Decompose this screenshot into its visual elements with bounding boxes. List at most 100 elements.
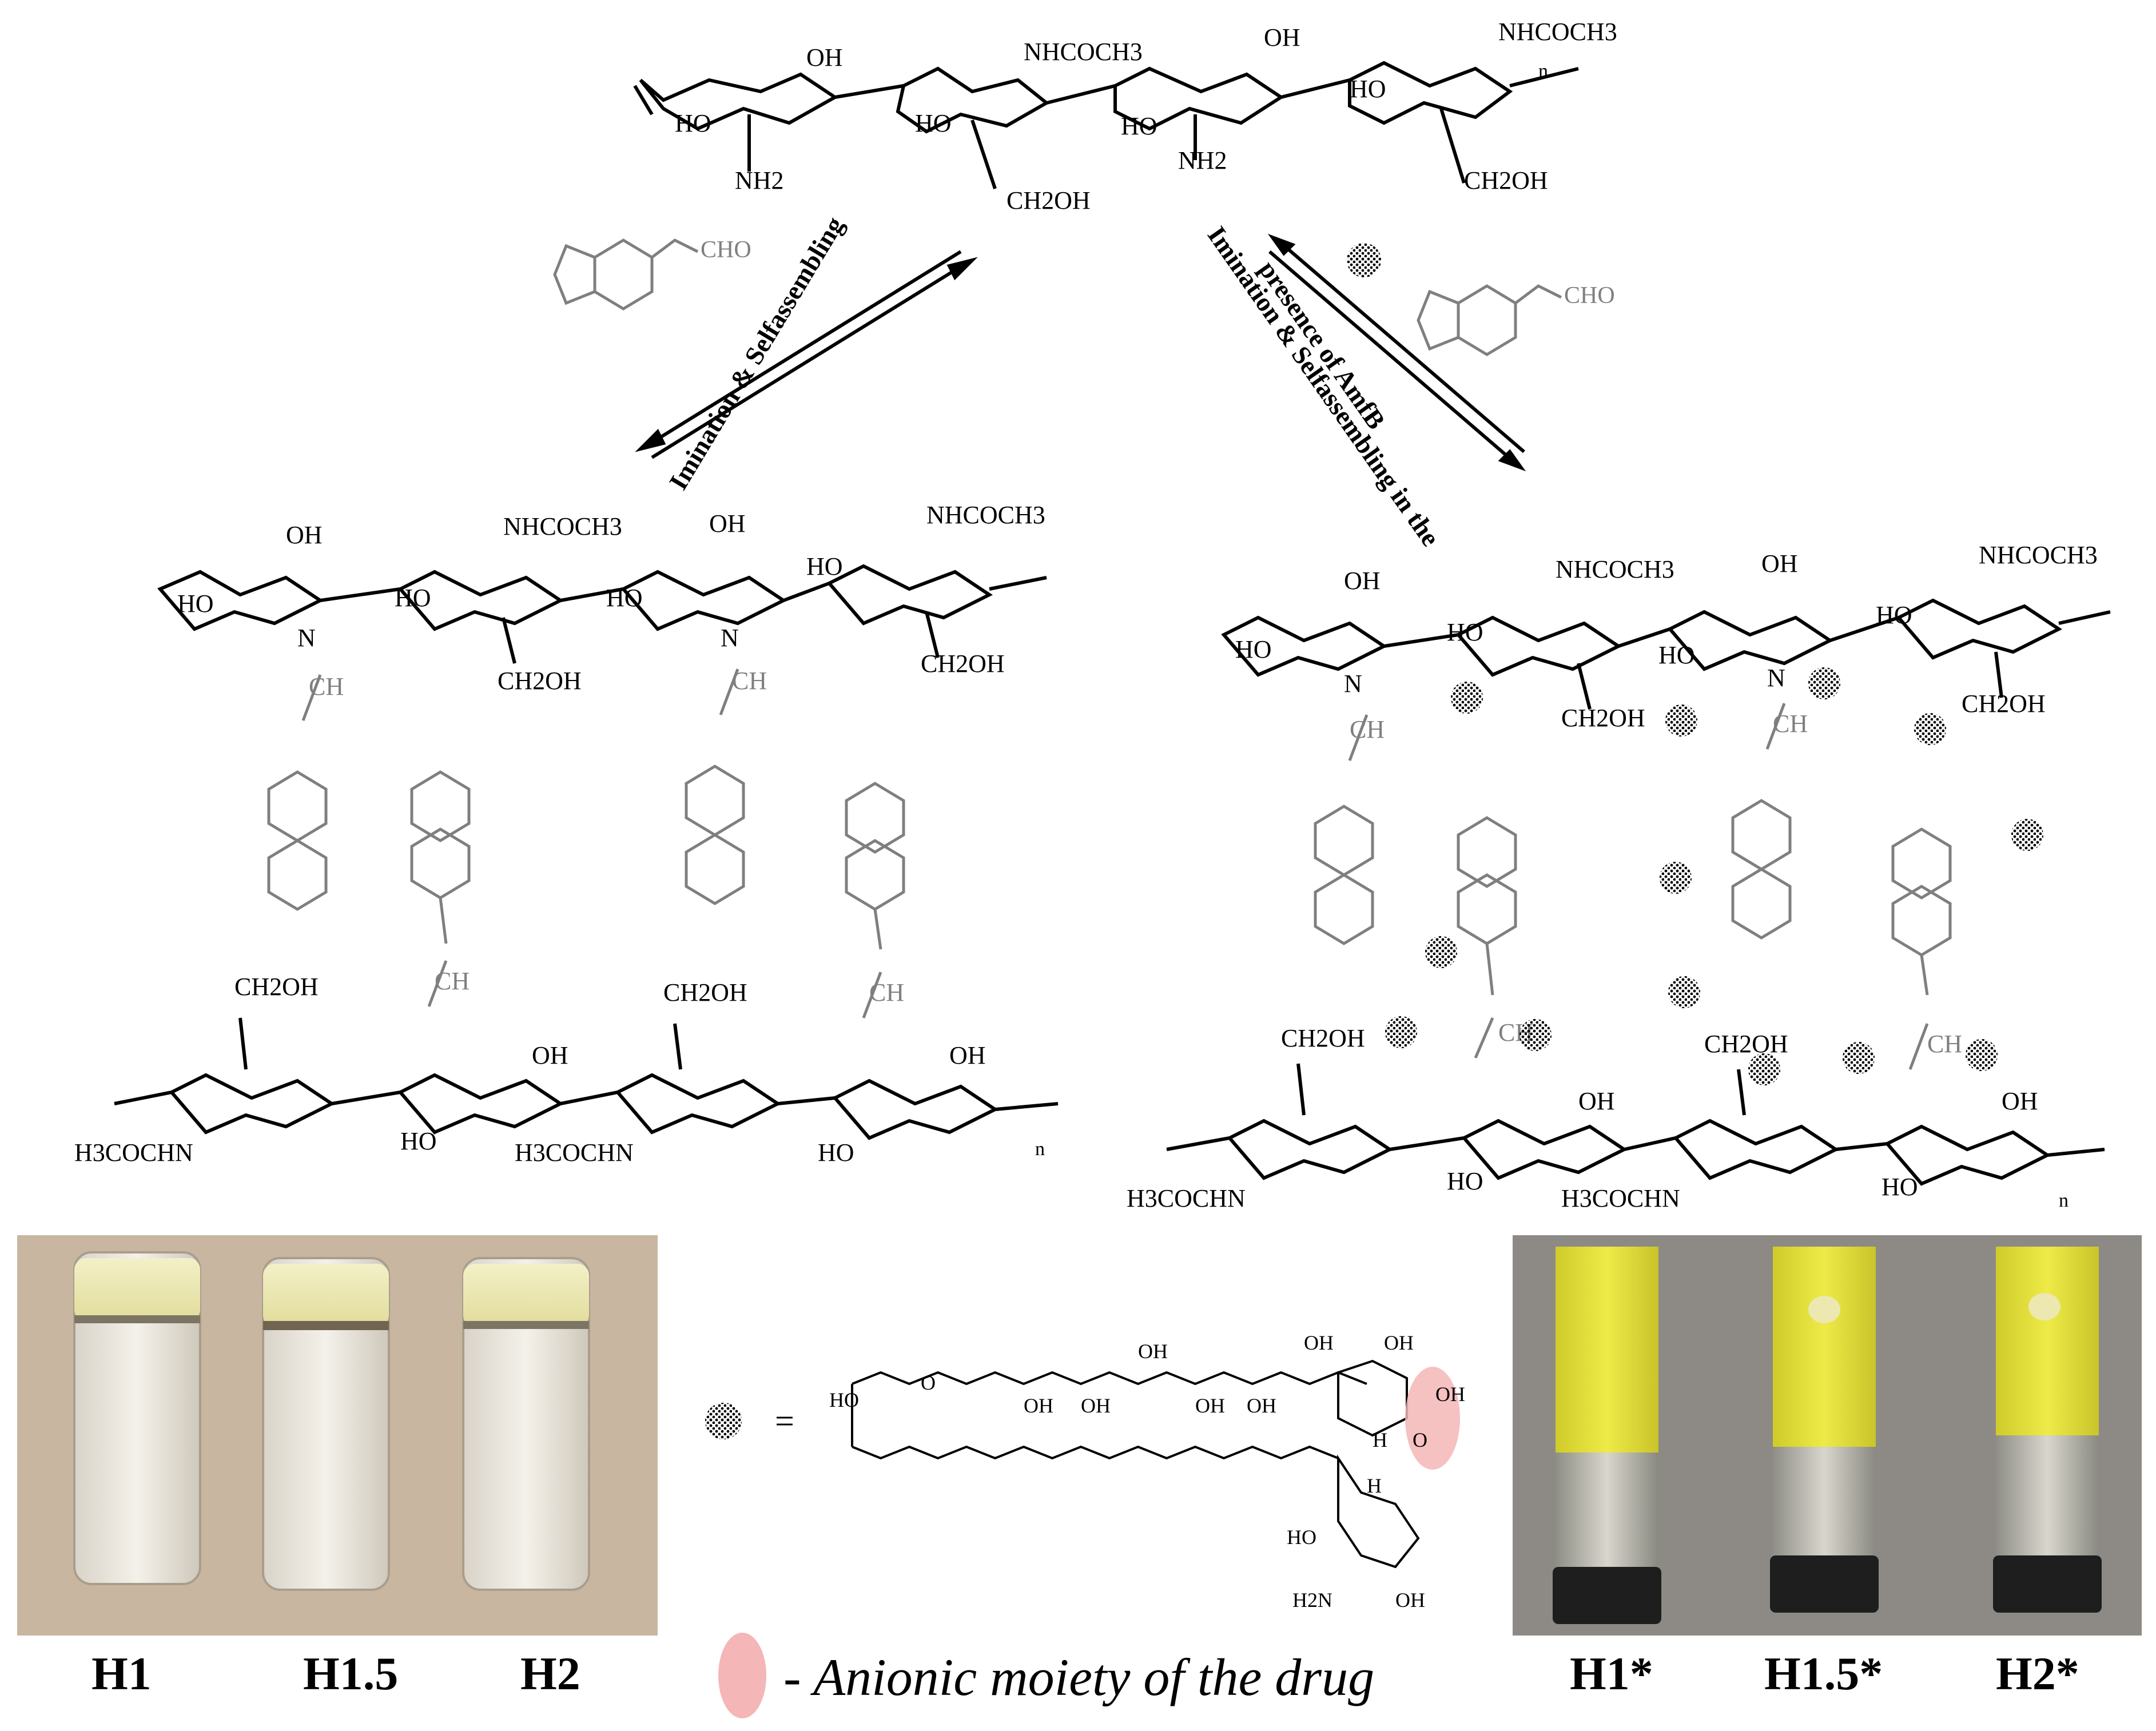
svg-text:OH: OH (1024, 1394, 1053, 1417)
svg-text:OH: OH (1264, 23, 1300, 51)
amfb-structure (851, 1359, 1420, 1569)
svg-text:OH: OH (532, 1041, 568, 1069)
svg-text:n: n (1538, 61, 1548, 82)
label-h1-star: H1* (1570, 1648, 1653, 1700)
svg-text:HO: HO (395, 584, 431, 612)
svg-text:CH2OH: CH2OH (1007, 186, 1091, 214)
vial-h1-5-star (1770, 1247, 1879, 1613)
svg-text:N: N (721, 624, 739, 652)
svg-text:H3COCHN: H3COCHN (1127, 1184, 1246, 1212)
svg-text:HO: HO (1447, 1167, 1483, 1195)
hydrogel-network-right (1166, 598, 2111, 1186)
svg-text:HO: HO (1350, 75, 1386, 103)
svg-text:O: O (1413, 1428, 1427, 1451)
svg-text:NHCOCH3: NHCOCH3 (1979, 541, 2098, 569)
svg-text:OH: OH (1247, 1394, 1276, 1417)
right-network-imines (1314, 703, 1952, 1070)
svg-text:HO: HO (1287, 1526, 1316, 1549)
cho-right: CHO (1564, 282, 1615, 309)
reaction-arrow-left (635, 250, 978, 459)
svg-text:H3COCHN: H3COCHN (515, 1139, 634, 1167)
svg-text:HO: HO (1447, 618, 1483, 646)
svg-text:CH2OH: CH2OH (921, 650, 1005, 678)
svg-text:NH2: NH2 (1178, 146, 1227, 174)
svg-text:CH2OH: CH2OH (1281, 1024, 1365, 1052)
svg-text:NHCOCH3: NHCOCH3 (1556, 555, 1674, 583)
vial-h1-star (1553, 1247, 1661, 1624)
arrow-right-label-1: Imination & Selfassembling in the (1202, 221, 1446, 551)
svg-text:HO: HO (1658, 641, 1695, 669)
photo-right (1513, 1235, 2142, 1636)
reaction-arrow-right (1267, 233, 1526, 472)
chitosan-chain-top (633, 61, 1579, 189)
svg-text:N: N (1767, 664, 1785, 692)
label-h1-5-star: H1.5* (1764, 1648, 1883, 1700)
svg-text:CH: CH (309, 672, 344, 701)
svg-text:HO: HO (606, 584, 643, 612)
svg-text:CH2OH: CH2OH (1464, 166, 1548, 194)
svg-text:HO: HO (1235, 635, 1272, 663)
svg-text:CH2OH: CH2OH (498, 667, 582, 695)
svg-text:OH: OH (286, 521, 323, 549)
svg-text:OH: OH (709, 510, 746, 538)
svg-text:HO: HO (915, 109, 952, 137)
svg-text:HO: HO (400, 1127, 437, 1155)
svg-text:H: H (1373, 1428, 1387, 1451)
svg-text:CH: CH (435, 967, 470, 995)
svg-text:HO: HO (675, 109, 711, 137)
svg-text:OH: OH (1395, 1589, 1425, 1611)
svg-text:CH: CH (732, 667, 767, 695)
svg-text:CH2OH: CH2OH (1561, 704, 1645, 732)
svg-text:OH: OH (2002, 1087, 2038, 1115)
photo-left (17, 1235, 658, 1636)
svg-text:OH: OH (1384, 1331, 1414, 1354)
svg-text:H3COCHN: H3COCHN (1561, 1184, 1680, 1212)
amfb-legend-dot-icon (705, 1403, 742, 1439)
legend-equals: = (775, 1402, 794, 1440)
svg-text:N: N (1344, 670, 1362, 698)
svg-text:OH: OH (1138, 1340, 1168, 1363)
label-h2: H2 (520, 1648, 580, 1700)
svg-text:n: n (1035, 1139, 1045, 1160)
cho-left: CHO (701, 237, 751, 263)
left-network-labels: NHCOCH3 NHCOCH3 OH OH HO HO HO HO CH2OH … (74, 501, 1045, 1167)
svg-text:H: H (1367, 1474, 1382, 1497)
svg-text:OH: OH (949, 1041, 986, 1069)
amfb-dots-network (1385, 667, 2043, 1085)
svg-text:CH: CH (1927, 1030, 1962, 1058)
svg-text:OH: OH (806, 43, 843, 71)
legend-highlight-icon (718, 1633, 766, 1718)
svg-text:OH: OH (1304, 1331, 1334, 1354)
anionic-highlight (1405, 1367, 1460, 1470)
chitosan-top-labels: NHCOCH3 NHCOCH3 OH OH HO HO HO HO NH2 NH… (675, 18, 1617, 214)
svg-text:CH2OH: CH2OH (1704, 1030, 1788, 1058)
label-h2-star: H2* (1996, 1648, 2079, 1700)
svg-text:H2N: H2N (1292, 1589, 1332, 1611)
svg-text:CH: CH (869, 978, 904, 1006)
svg-text:OH: OH (1195, 1394, 1225, 1417)
svg-text:NHCOCH3: NHCOCH3 (1498, 18, 1617, 46)
svg-text:H3COCHN: H3COCHN (74, 1139, 193, 1167)
svg-text:CH2OH: CH2OH (663, 978, 747, 1006)
svg-text:CH2OH: CH2OH (234, 973, 319, 1001)
svg-text:OH: OH (1578, 1087, 1615, 1115)
vial-h2-star (1993, 1247, 2102, 1613)
vial-h1-5 (262, 1257, 390, 1591)
svg-text:CH: CH (1350, 715, 1385, 743)
svg-text:CH: CH (1773, 710, 1808, 738)
svg-text:CH2OH: CH2OH (1962, 690, 2046, 718)
svg-text:OH: OH (1761, 550, 1798, 578)
svg-text:OH: OH (1344, 567, 1381, 595)
svg-text:O: O (921, 1371, 936, 1394)
svg-text:HO: HO (1881, 1173, 1918, 1201)
amfb-labels: OH OH OH OH OH OH OH OH HO HO H2N OH O O… (829, 1331, 1465, 1611)
svg-text:HO: HO (818, 1139, 854, 1167)
svg-text:HO: HO (1876, 601, 1912, 629)
hydrogel-network-left (114, 564, 1059, 1140)
aldehyde-right (1417, 284, 1562, 356)
legend-anionic-text: - Anionic moiety of the drug (783, 1648, 1375, 1706)
svg-text:NHCOCH3: NHCOCH3 (926, 501, 1045, 529)
svg-text:OH: OH (1435, 1383, 1465, 1406)
